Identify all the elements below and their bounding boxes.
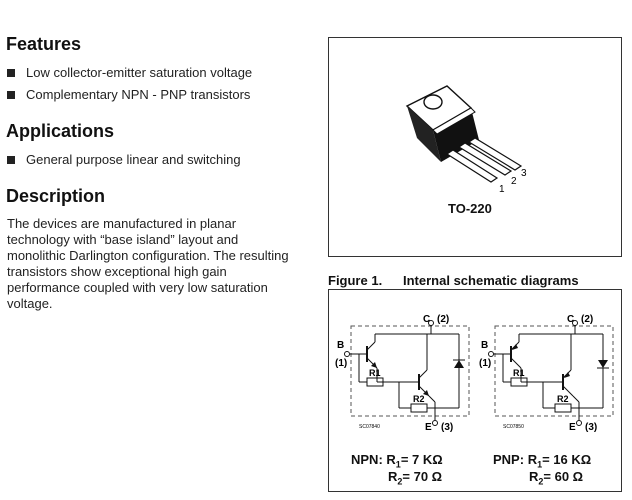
figure-title: Internal schematic diagrams [403, 273, 579, 288]
pnp-type-label: PNP: [493, 452, 525, 467]
pnp-r2-subscript: 2 [538, 476, 544, 487]
npn-r1-text: = 7 KΩ [400, 452, 443, 467]
emitter-label: E [425, 422, 432, 432]
description-line: The devices are manufactured in planar [7, 216, 237, 231]
npn-r2-symbol: R [388, 469, 398, 484]
base-label: B [337, 340, 344, 351]
r1-label: R1 [513, 368, 525, 378]
list-item: General purpose linear and switching [7, 152, 241, 167]
package-box: 1 2 3 TO-220 [328, 37, 622, 257]
collector-label: C [567, 314, 574, 325]
description-line: voltage. [7, 296, 53, 311]
list-item: Low collector-emitter saturation voltage [7, 65, 252, 80]
npn-r2-subscript: 2 [397, 476, 403, 487]
emitter-pin: (3) [441, 422, 453, 432]
npn-r1-symbol: R [386, 452, 396, 467]
description-line: transistors show exceptional high gain [7, 264, 227, 279]
npn-schematic: C (2) B (1) R1 R2 [335, 314, 470, 432]
collector-pin: (2) [581, 314, 593, 325]
pin-2-label: 2 [511, 176, 517, 187]
description-line: performance coupled with very low satura… [7, 280, 268, 295]
collector-pin: (2) [437, 314, 449, 325]
features-heading: Features [6, 34, 82, 54]
pnp-schematic: C (2) B (1) R1 R2 E [479, 314, 614, 432]
pnp-r2-symbol: R [529, 469, 539, 484]
pnp-r2-text: = 60 Ω [543, 469, 584, 484]
figure-number: Figure 1. [328, 273, 383, 288]
pnp-r1-value: PNP: R1= 16 KΩ [493, 452, 591, 470]
npn-r1-subscript: 1 [395, 459, 401, 470]
package-label: TO-220 [448, 201, 492, 216]
base-label: B [481, 340, 488, 351]
npn-r1-value: NPN: R1= 7 KΩ [351, 452, 443, 470]
base-pin: (1) [335, 358, 347, 369]
pin-3-label: 3 [521, 168, 527, 179]
pnp-r1-symbol: R [527, 452, 538, 467]
npn-r2-value: R2= 70 Ω [388, 469, 442, 487]
application-text: General purpose linear and switching [26, 152, 241, 167]
bullet-icon [7, 155, 15, 164]
bullet-icon [7, 90, 15, 99]
r2-label: R2 [413, 394, 425, 404]
npn-type-label: NPN: [351, 452, 383, 467]
r1-label: R1 [369, 368, 381, 378]
description-line: technology with “base island” layout and [7, 232, 239, 247]
bullet-icon [7, 68, 15, 77]
drawing-code: SC07850 [503, 424, 524, 430]
pin-1-label: 1 [499, 184, 505, 195]
pnp-r2-value: R2= 60 Ω [529, 469, 583, 487]
schematic-box: C (2) B (1) R1 R2 [328, 289, 622, 492]
pnp-r1-subscript: 1 [537, 459, 543, 470]
emitter-pin: (3) [585, 422, 597, 432]
npn-r2-text: = 70 Ω [402, 469, 443, 484]
list-item: Complementary NPN - PNP transistors [7, 87, 250, 102]
pnp-r1-text: = 16 KΩ [542, 452, 592, 467]
description-heading: Description [6, 186, 106, 206]
emitter-label: E [569, 422, 576, 432]
to220-package-illustration: 1 2 3 [405, 85, 527, 195]
collector-label: C [423, 314, 430, 325]
base-pin: (1) [479, 358, 491, 369]
feature-text: Low collector-emitter saturation voltage [26, 65, 253, 80]
applications-heading: Applications [6, 121, 115, 141]
feature-text: Complementary NPN - PNP transistors [26, 87, 251, 102]
r2-label: R2 [557, 394, 569, 404]
description-line: monolithic Darlington configuration. The… [7, 248, 289, 263]
drawing-code: SC07840 [359, 424, 380, 430]
description-text: The devices are manufactured in planar t… [7, 216, 307, 312]
